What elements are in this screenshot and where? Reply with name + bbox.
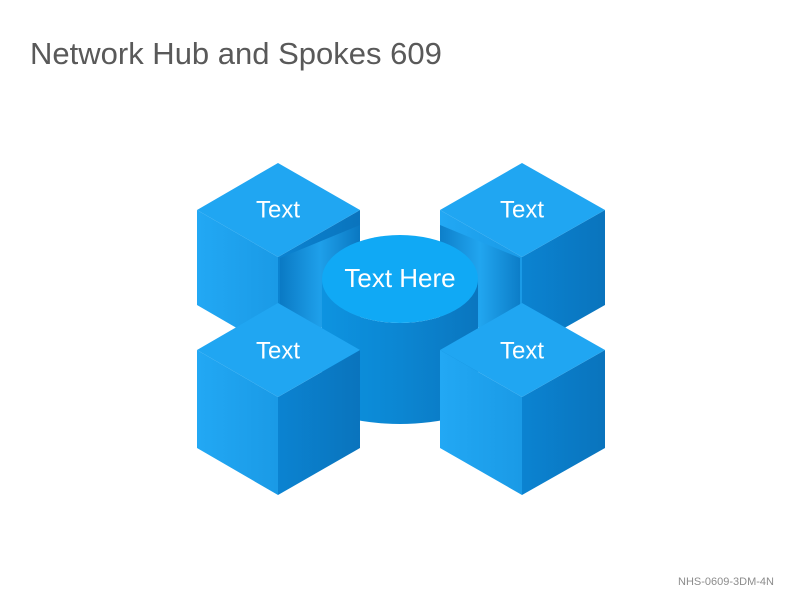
spoke-label-1: Text bbox=[256, 196, 300, 223]
spoke-label-2: Text bbox=[500, 196, 544, 223]
spoke-label-3: Text bbox=[256, 337, 300, 364]
spoke-cube-4-right-face bbox=[522, 350, 605, 495]
spoke-cube-3-left-face bbox=[197, 350, 278, 495]
spoke-cube-1-top-face bbox=[197, 163, 360, 257]
spoke-cube-3-right-face bbox=[278, 350, 360, 495]
spoke-label-4: Text bbox=[500, 337, 544, 364]
spoke-cube-4-left-face bbox=[440, 350, 522, 495]
spoke-cube-2-top-face bbox=[440, 163, 605, 257]
hub-cylinder-top bbox=[322, 235, 478, 323]
slide-title: Network Hub and Spokes 609 bbox=[30, 36, 442, 71]
spoke-cube-3-top-face bbox=[197, 303, 360, 397]
spoke-cube-4 bbox=[440, 303, 605, 495]
spoke-cube-3 bbox=[197, 303, 360, 495]
hub-label: Text Here bbox=[344, 263, 455, 293]
hub-cylinder bbox=[322, 235, 478, 424]
hub-cylinder-side bbox=[322, 279, 478, 424]
spoke-cube-4-top-face bbox=[440, 303, 605, 397]
slide-code: NHS-0609-3DM-4N bbox=[678, 576, 774, 588]
